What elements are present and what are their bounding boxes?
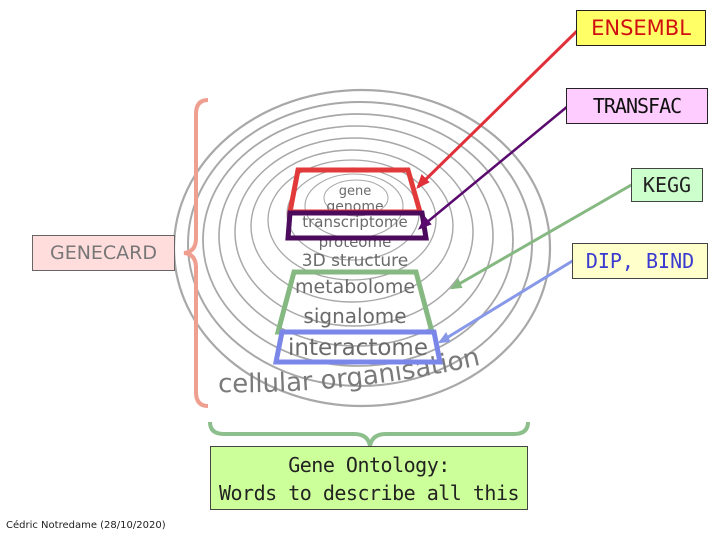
genecard-brace (183, 98, 209, 408)
genecard-label[interactable]: GENECARD (32, 235, 175, 271)
dip-bind-label[interactable]: DIP, BIND (572, 243, 708, 279)
layer-labels: gene genome transcriptome proteome 3D st… (288, 184, 428, 361)
author-credit: Cédric Notredame (28/10/2020) (6, 520, 166, 531)
layer-metabolome-label: metabolome (295, 276, 415, 298)
transfac-label[interactable]: TRANSFAC (566, 88, 708, 124)
gene-ontology-brace (208, 421, 530, 447)
layer-signalome-label: signalome (303, 304, 406, 328)
transfac-arrow (419, 105, 569, 229)
ensembl-arrowhead (416, 174, 430, 190)
gene-ontology-box[interactable]: Gene Ontology: Words to describe all thi… (210, 446, 528, 510)
layer-3d-structure-label: 3D structure (302, 251, 408, 271)
kegg-label[interactable]: KEGG (631, 168, 703, 202)
dip-bind-arrowhead (437, 332, 451, 344)
kegg-arrowhead (449, 278, 463, 290)
layer-gene-label: gene (339, 184, 372, 199)
dip-bind-arrow (439, 258, 575, 344)
highlight-frames (272, 167, 444, 365)
layer-transcriptome-label: transcriptome (302, 213, 408, 231)
transfac-arrowhead (417, 216, 432, 230)
arrows (416, 28, 634, 344)
transcriptome-frame (285, 210, 429, 241)
gene-ontology-title: Gene Ontology: (288, 453, 450, 477)
ensembl-label[interactable]: ENSEMBL (576, 10, 706, 46)
interactome-frame (272, 329, 444, 365)
kegg-arrow (451, 182, 634, 290)
layer-interactome-label: interactome (288, 335, 428, 361)
gene-ontology-subtitle: Words to describe all this (218, 481, 520, 505)
ensembl-arrow (416, 28, 580, 189)
